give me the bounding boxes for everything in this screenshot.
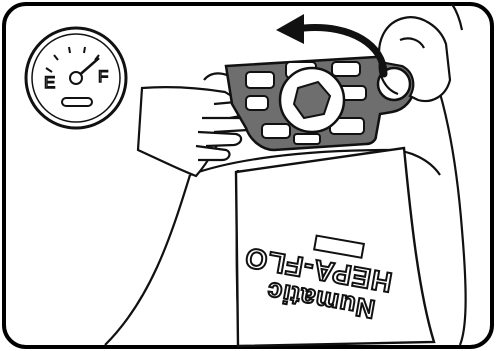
paper-bag: Numatic HEPA-FLO [234, 146, 436, 348]
arrow-head [276, 14, 304, 44]
plate-cutouts [245, 61, 367, 145]
fill-gauge: E F [24, 26, 128, 130]
bag-print-bar [313, 234, 366, 259]
plate-center-seal [292, 80, 332, 120]
gauge-pivot [69, 71, 83, 85]
pull-direction-arrow [276, 14, 388, 78]
gauge-full-label: F [98, 67, 108, 86]
gauge-empty-label: E [44, 73, 55, 92]
gauge-indicator-bar [61, 97, 93, 107]
gauge-ticks [45, 46, 100, 73]
